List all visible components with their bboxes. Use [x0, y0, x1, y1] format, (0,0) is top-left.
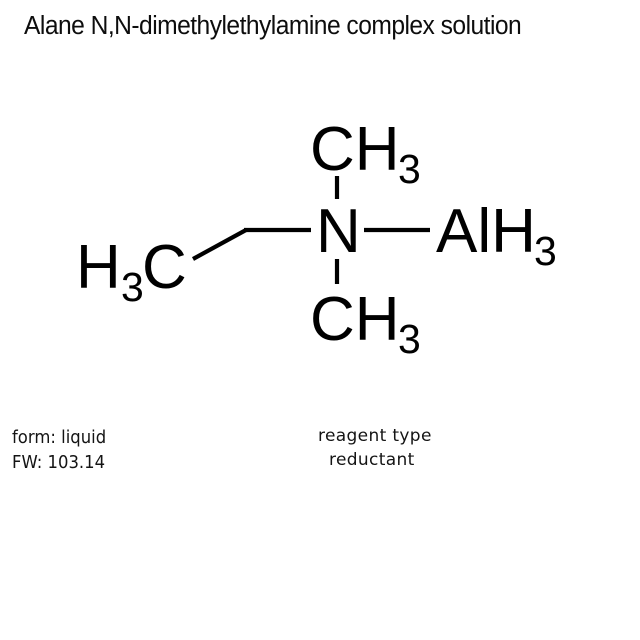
property-reagent-type-label: reagent type: [318, 426, 432, 446]
page-title: Alane N,N-dimethylethylamine complex sol…: [24, 12, 522, 40]
property-formula-weight: FW: 103.14: [12, 453, 106, 473]
structure-canvas: CH 3 N AlH 3 H 3 C CH 3: [76, 115, 557, 362]
bond-ethyl-ch3-to-ch2: [191, 228, 248, 261]
atom-label-ch3-top: CH: [310, 115, 400, 184]
atom-subscript-alh3: 3: [534, 228, 557, 274]
property-form: form: liquid: [12, 428, 107, 448]
atom-subscript-ch3-bottom: 3: [398, 316, 421, 362]
property-reagent-type-value: reductant: [329, 450, 415, 470]
atom-subscript-h3c: 3: [121, 264, 144, 310]
atom-label-alh3: AlH: [436, 197, 536, 266]
atom-label-h3c-carbon: C: [142, 233, 187, 302]
atom-label-h3c-hydrogen: H: [76, 233, 121, 302]
properties-left: form: liquid FW: 103.14: [12, 426, 112, 476]
properties-right: reagent type reductant: [318, 424, 432, 472]
atom-label-nitrogen: N: [316, 197, 361, 266]
chemical-structure-diagram: CH 3 N AlH 3 H 3 C CH 3: [76, 115, 557, 362]
atom-label-ch3-bottom: CH: [310, 285, 400, 354]
atom-subscript-ch3-top: 3: [398, 146, 421, 192]
